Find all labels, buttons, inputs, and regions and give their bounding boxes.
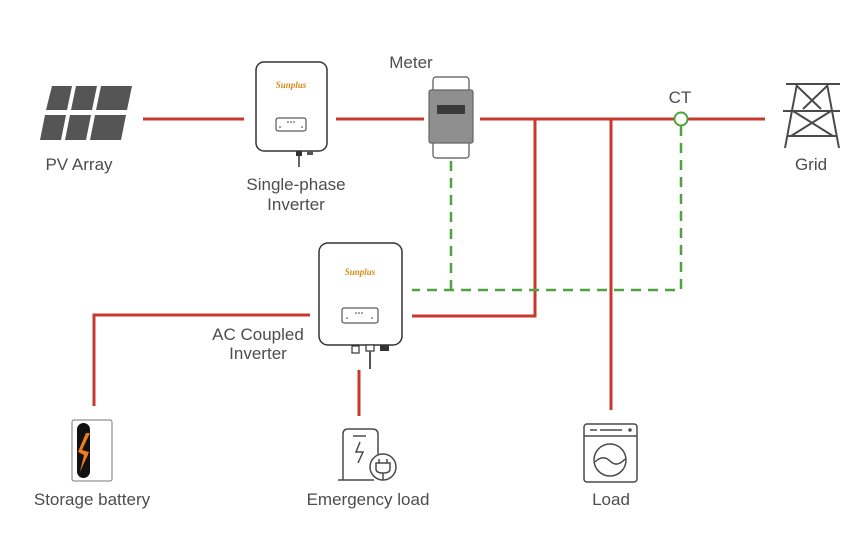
line-ac-inverter-to-bus <box>412 119 537 318</box>
inverter-icon: Sunplus <box>318 242 403 369</box>
line-ac-inverter-to-battery <box>92 313 310 406</box>
ac-coupled-inverter[interactable]: Sunplus AC Coupled Inverter <box>212 242 403 369</box>
emergency-load[interactable]: Emergency load <box>307 428 430 509</box>
comm-lines <box>412 126 683 292</box>
ac-coupled-inverter-label-line2: Inverter <box>229 344 287 363</box>
ac-coupled-inverter-label-line1: AC Coupled <box>212 325 304 344</box>
grid-label: Grid <box>795 155 827 174</box>
meter-label: Meter <box>389 53 433 72</box>
single-phase-inverter-label-line1: Single-phase <box>246 175 345 194</box>
pv-array[interactable]: PV Array <box>40 86 132 174</box>
inverter-brand-logo: Sunplus <box>345 267 376 277</box>
load-label: Load <box>592 490 630 509</box>
transmission-tower-icon <box>783 83 840 149</box>
single-phase-inverter[interactable]: Sunplus Single-phase Inverter <box>246 61 346 214</box>
single-phase-inverter-label-line2: Inverter <box>267 195 325 214</box>
grid[interactable]: Grid <box>783 83 840 174</box>
washing-machine-icon <box>583 423 638 483</box>
emergency-load-icon <box>338 428 397 481</box>
ct-sensor-icon <box>673 111 689 127</box>
ct-label: CT <box>669 88 692 107</box>
inverter-icon: Sunplus <box>255 61 328 167</box>
storage-battery[interactable]: Storage battery <box>34 419 151 509</box>
solar-panel-icon <box>40 86 132 140</box>
line-ct-comm <box>412 126 683 292</box>
load[interactable]: Load <box>583 423 638 509</box>
power-lines <box>92 117 765 416</box>
battery-icon <box>71 419 113 482</box>
meter[interactable]: Meter <box>389 53 474 159</box>
pv-array-label: PV Array <box>45 155 113 174</box>
meter-icon <box>428 76 474 159</box>
storage-battery-label: Storage battery <box>34 490 151 509</box>
emergency-load-label: Emergency load <box>307 490 430 509</box>
ct-sensor[interactable]: CT <box>669 88 692 127</box>
inverter-brand-logo: Sunplus <box>276 80 307 90</box>
